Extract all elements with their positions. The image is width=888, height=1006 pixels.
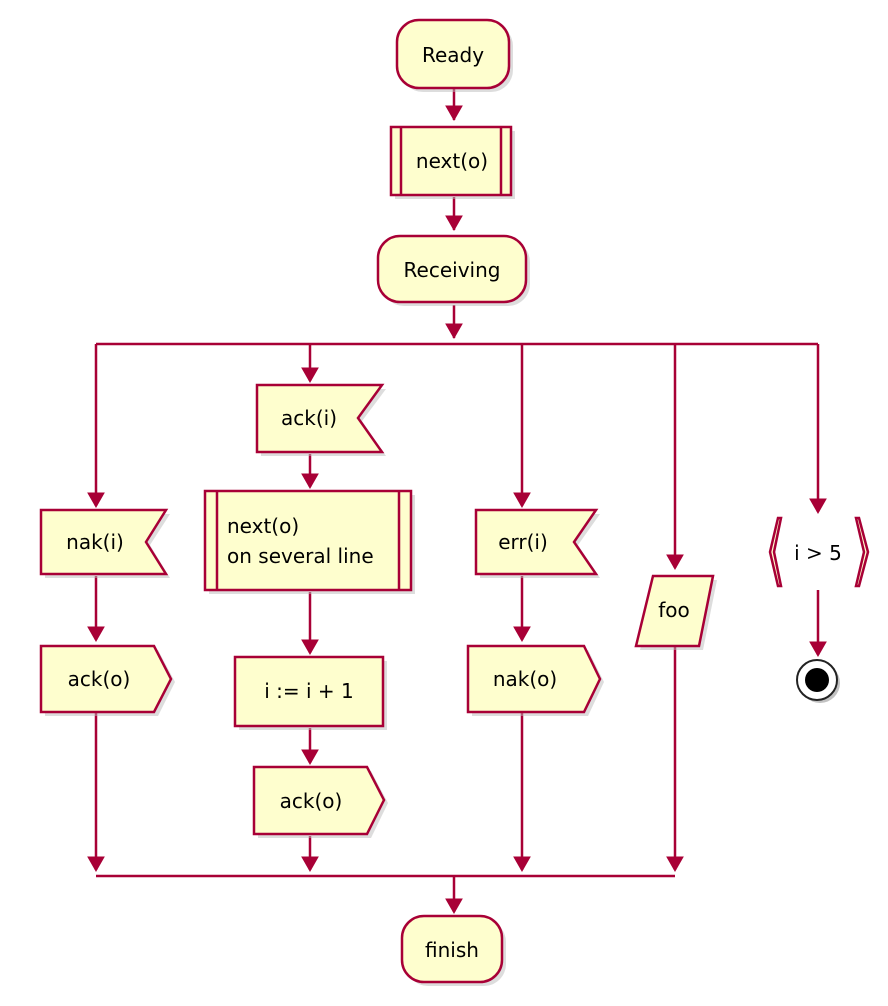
condition-right-bracket <box>854 516 870 588</box>
next-o-line2: on several line <box>227 544 374 568</box>
next-o-subprocess: next(o) <box>389 125 515 199</box>
finish-node: finish <box>400 914 506 986</box>
foo-label: foo <box>658 598 690 622</box>
start-label: Ready <box>422 43 484 67</box>
condition-left-bracket <box>768 516 783 588</box>
condition-node: i > 5 <box>768 516 870 588</box>
arrowhead <box>445 105 463 122</box>
receiving-label: Receiving <box>404 258 501 282</box>
arrowhead <box>301 639 319 656</box>
arrowhead <box>87 492 105 509</box>
arrowhead <box>87 856 105 873</box>
stop-node <box>796 659 840 703</box>
arrowhead <box>809 498 827 515</box>
arrowhead <box>445 215 463 232</box>
increment-label: i := i + 1 <box>264 679 354 703</box>
err-i-label: err(i) <box>498 530 548 554</box>
nak-o-send: nak(o) <box>466 644 604 716</box>
next-o-multiline-subprocess: next(o) on several line <box>203 489 415 594</box>
arrowhead <box>445 898 463 915</box>
arrowhead <box>301 749 319 766</box>
arrowhead <box>666 856 684 873</box>
next-o-line1: next(o) <box>227 514 299 538</box>
increment-action: i := i + 1 <box>233 655 387 730</box>
start-node: Ready <box>395 18 513 92</box>
foo-io: foo <box>634 574 717 650</box>
condition-label: i > 5 <box>794 541 842 565</box>
nak-i-label: nak(i) <box>66 530 124 554</box>
ack-o-label-2: ack(o) <box>280 789 343 813</box>
arrowhead <box>301 367 319 384</box>
arrowhead <box>87 626 105 643</box>
ack-o-send: ack(o) <box>39 644 175 716</box>
arrowhead <box>809 641 827 658</box>
arrowhead <box>666 554 684 571</box>
arrowhead <box>513 492 531 509</box>
err-i-receive: err(i) <box>474 508 600 578</box>
arrowhead <box>513 856 531 873</box>
ack-o-send-2: ack(o) <box>252 765 388 838</box>
ack-i-label: ack(i) <box>281 406 337 430</box>
ack-o-label: ack(o) <box>68 667 131 691</box>
arrowhead <box>445 323 463 340</box>
nak-o-label: nak(o) <box>493 667 557 691</box>
arrowhead <box>513 626 531 643</box>
ack-i-receive: ack(i) <box>255 383 386 456</box>
next-o-label: next(o) <box>416 149 488 173</box>
arrowhead <box>301 856 319 873</box>
finish-label: finish <box>425 938 479 962</box>
nak-i-receive: nak(i) <box>39 508 170 578</box>
edges <box>87 88 827 915</box>
arrowhead <box>301 473 319 490</box>
receiving-node: Receiving <box>376 234 530 306</box>
